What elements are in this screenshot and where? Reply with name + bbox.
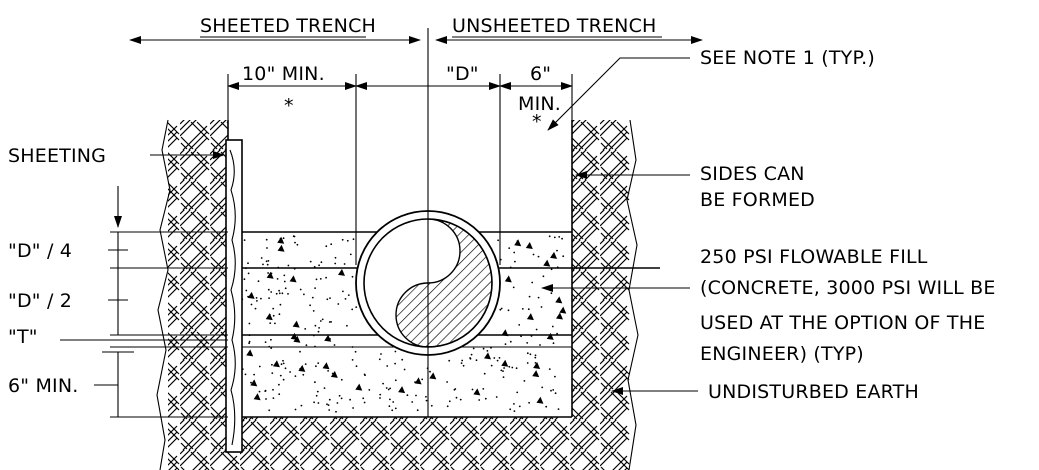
six-min-depth-label: 6" MIN. [8,375,79,397]
right-asterisk: * [532,111,542,133]
sheeting-board [225,139,243,453]
undisturbed-earth-label: UNDISTURBED EARTH [708,381,919,403]
be-formed-label: BE FORMED [700,189,815,211]
section-headings: SHEETED TRENCH UNSHEETED TRENCH [129,15,703,44]
undisturbed-earth [156,119,639,470]
fill-line-3: USED AT THE OPTION OF THE [700,312,985,334]
d-over-2-label: "D" / 2 [8,290,72,312]
left-asterisk: * [284,95,294,117]
depth-dimensions: "D" / 4 "D" / 2 "T" 6" MIN. [8,186,228,418]
sheeted-trench-heading: SHEETED TRENCH [200,15,376,37]
fill-line-4: ENGINEER) (TYP) [700,343,864,365]
sheeting-label: SHEETING [8,145,106,167]
t-label: "T" [8,326,38,348]
right-callouts: SEE NOTE 1 (TYP.) SIDES CAN BE FORMED 25… [541,47,996,403]
d-over-4-label: "D" / 4 [8,240,72,262]
unsheeted-trench-heading: UNSHEETED TRENCH [452,15,657,37]
see-note-label: SEE NOTE 1 (TYP.) [700,47,875,69]
six-inch-label: 6" [530,63,551,85]
ten-inch-min-label: 10" MIN. [242,63,325,85]
sides-can-label: SIDES CAN [700,163,805,185]
width-dimensions: 10" MIN. * "D" 6" MIN. * [227,63,573,265]
fill-line-2: (CONCRETE, 3000 PSI WILL BE [700,277,996,299]
fill-line-1: 250 PSI FLOWABLE FILL [700,246,928,268]
sheeting-callout: SHEETING [8,145,225,167]
d-width-label: "D" [446,63,479,85]
six-inch-min-word: MIN. [518,93,561,115]
